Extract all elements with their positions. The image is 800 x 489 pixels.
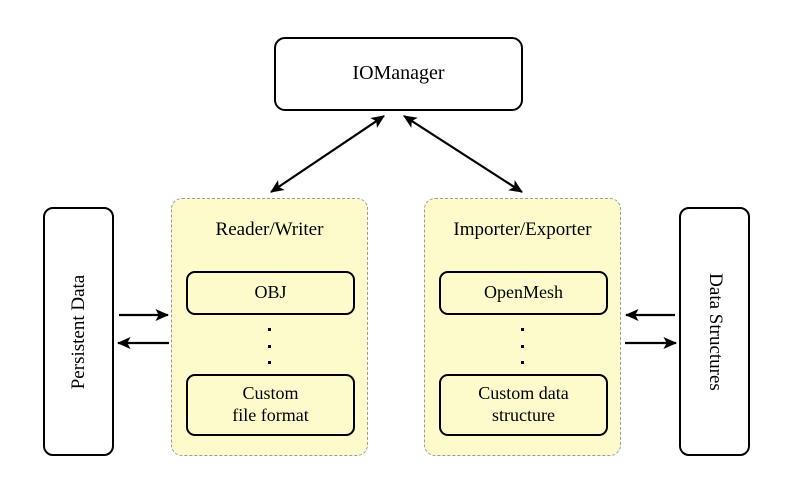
persistent-data-label: Persistent Data [67, 274, 89, 389]
importer-exporter-item-openmesh-label: OpenMesh [484, 282, 563, 303]
reader-writer-item-custom-file-format[interactable]: Custom file format [186, 374, 355, 436]
data-structures-label: Data Structures [704, 272, 726, 391]
reader-writer-item-obj[interactable]: OBJ [186, 271, 355, 315]
custom-file-format-line1: Custom [242, 383, 299, 404]
group-importer-exporter[interactable]: Importer/Exporter OpenMesh Custom data s… [424, 198, 621, 456]
importer-exporter-item-openmesh[interactable]: OpenMesh [439, 271, 608, 315]
custom-file-format-line2: file format [232, 405, 309, 425]
arrow-manager-to-readerwriter [270, 115, 385, 193]
importer-exporter-item-custom-data-structure-label: Custom data structure [478, 383, 569, 427]
io-manager-node[interactable]: IOManager [274, 37, 523, 111]
reader-writer-item-obj-label: OBJ [254, 282, 287, 303]
persistent-data-node[interactable]: Persistent Data [43, 207, 114, 456]
io-manager-label: IOManager [352, 62, 445, 85]
data-structures-node[interactable]: Data Structures [679, 207, 750, 456]
arrow-manager-to-importerexporter [403, 115, 523, 193]
group-importer-exporter-title: Importer/Exporter [453, 219, 592, 240]
importer-exporter-ellipsis-icon [425, 325, 620, 367]
importer-exporter-item-custom-data-structure[interactable]: Custom data structure [439, 374, 608, 436]
reader-writer-ellipsis-icon [172, 325, 367, 367]
custom-data-structure-line1: Custom data [478, 383, 569, 404]
group-reader-writer-title: Reader/Writer [215, 219, 324, 240]
reader-writer-item-custom-file-format-label: Custom file format [232, 383, 308, 427]
group-reader-writer[interactable]: Reader/Writer OBJ Custom file format [171, 198, 368, 456]
custom-data-structure-line2: structure [492, 405, 555, 425]
